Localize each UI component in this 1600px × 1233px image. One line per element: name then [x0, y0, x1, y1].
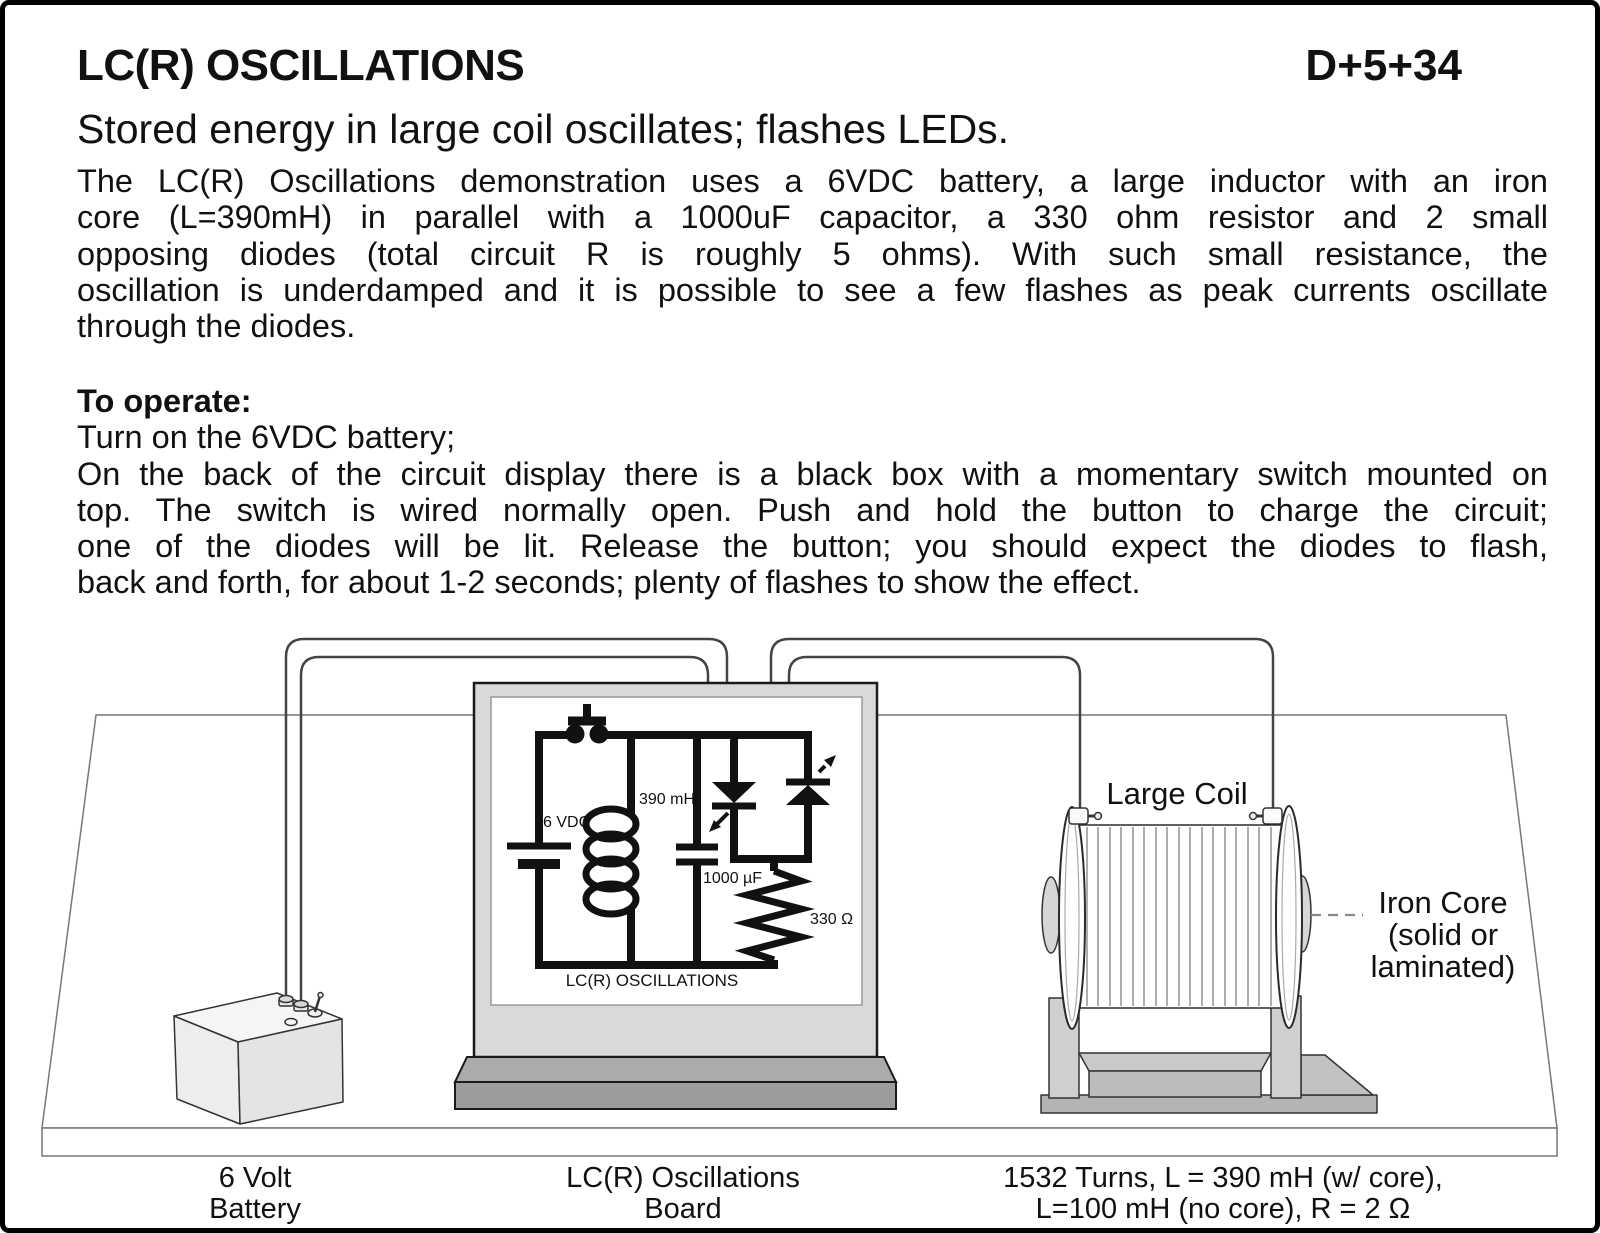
- battery-box: [173, 991, 344, 1125]
- iron-core-left: [1041, 876, 1061, 954]
- resistor-symbol: [733, 863, 815, 965]
- board-base-front: [454, 1081, 897, 1110]
- iron-core-label-2: (solid or: [1388, 917, 1498, 952]
- coil-wires: [769, 637, 1275, 811]
- coil-binding-posts: [1068, 807, 1283, 825]
- apparatus-diagram: 6 VDC 390 mH 1000 µF 330 Ω LC(R) OSCILLA…: [41, 637, 1558, 1157]
- board-panel: [490, 696, 863, 1006]
- board-base-top: [453, 1056, 898, 1083]
- battery-wires: [284, 637, 729, 1008]
- caption-coil: 1532 Turns, L = 390 mH (w/ core),L=100 m…: [1003, 1162, 1443, 1225]
- page-subtitle: Stored energy in large coil oscillates; …: [77, 106, 1010, 152]
- momentary-switch: [565, 704, 609, 744]
- operate-paragraph: On the back of the circuit display there…: [77, 455, 1548, 601]
- coil-windings: [1086, 827, 1272, 1006]
- label-390mh: 390 mH: [639, 791, 695, 808]
- inductor-symbol: [582, 731, 640, 965]
- capacitor-symbol: [676, 731, 718, 965]
- iron-core-label-3: laminated): [1371, 949, 1516, 984]
- battery-right-face: [237, 1018, 344, 1125]
- large-coil: [1040, 805, 1378, 1114]
- circuit-schematic: [507, 704, 836, 969]
- coil-wire-outer: [769, 637, 1275, 811]
- led-arrows: [709, 755, 836, 832]
- coil-crossbar-top: [1078, 1052, 1272, 1072]
- battery-posts: [278, 991, 324, 1027]
- coil-flange-left: [1058, 806, 1086, 1030]
- operate-first-line: Turn on the 6VDC battery;: [77, 419, 456, 456]
- label-1000uf: 1000 µF: [703, 870, 762, 887]
- label-board-title: LC(R) OSCILLATIONS: [566, 971, 739, 990]
- battery-wire-inner: [299, 655, 710, 1008]
- coil-crossbar-front: [1088, 1070, 1262, 1098]
- operate-section: To operate: Turn on the 6VDC battery; On…: [77, 383, 1548, 601]
- coil-wire-inner: [787, 655, 1082, 811]
- schematic-labels: 6 VDC 390 mH 1000 µF 330 Ω LC(R) OSCILLA…: [543, 791, 853, 990]
- operate-heading: To operate:: [77, 383, 252, 419]
- intro-paragraph: The LC(R) Oscillations demonstration use…: [77, 163, 1548, 345]
- page-title: LC(R) OSCILLATIONS: [77, 41, 525, 90]
- coil-labels: Large Coil Iron Core (solid or laminated…: [1106, 776, 1515, 984]
- diode-pair: [712, 731, 830, 863]
- battery-toggle-lever: [313, 995, 322, 1013]
- label-330ohm: 330 Ω: [810, 911, 853, 928]
- battery-wire-outer: [284, 637, 729, 1003]
- iron-core-label-1: Iron Core: [1378, 885, 1507, 920]
- battery-bump: [284, 1017, 298, 1027]
- label-6vdc: 6 VDC: [543, 814, 590, 831]
- large-coil-label: Large Coil: [1106, 776, 1247, 811]
- coil-flange-right: [1275, 805, 1303, 1029]
- circuit-board: [453, 681, 898, 1110]
- catalog-code: D+5+34: [1305, 41, 1462, 90]
